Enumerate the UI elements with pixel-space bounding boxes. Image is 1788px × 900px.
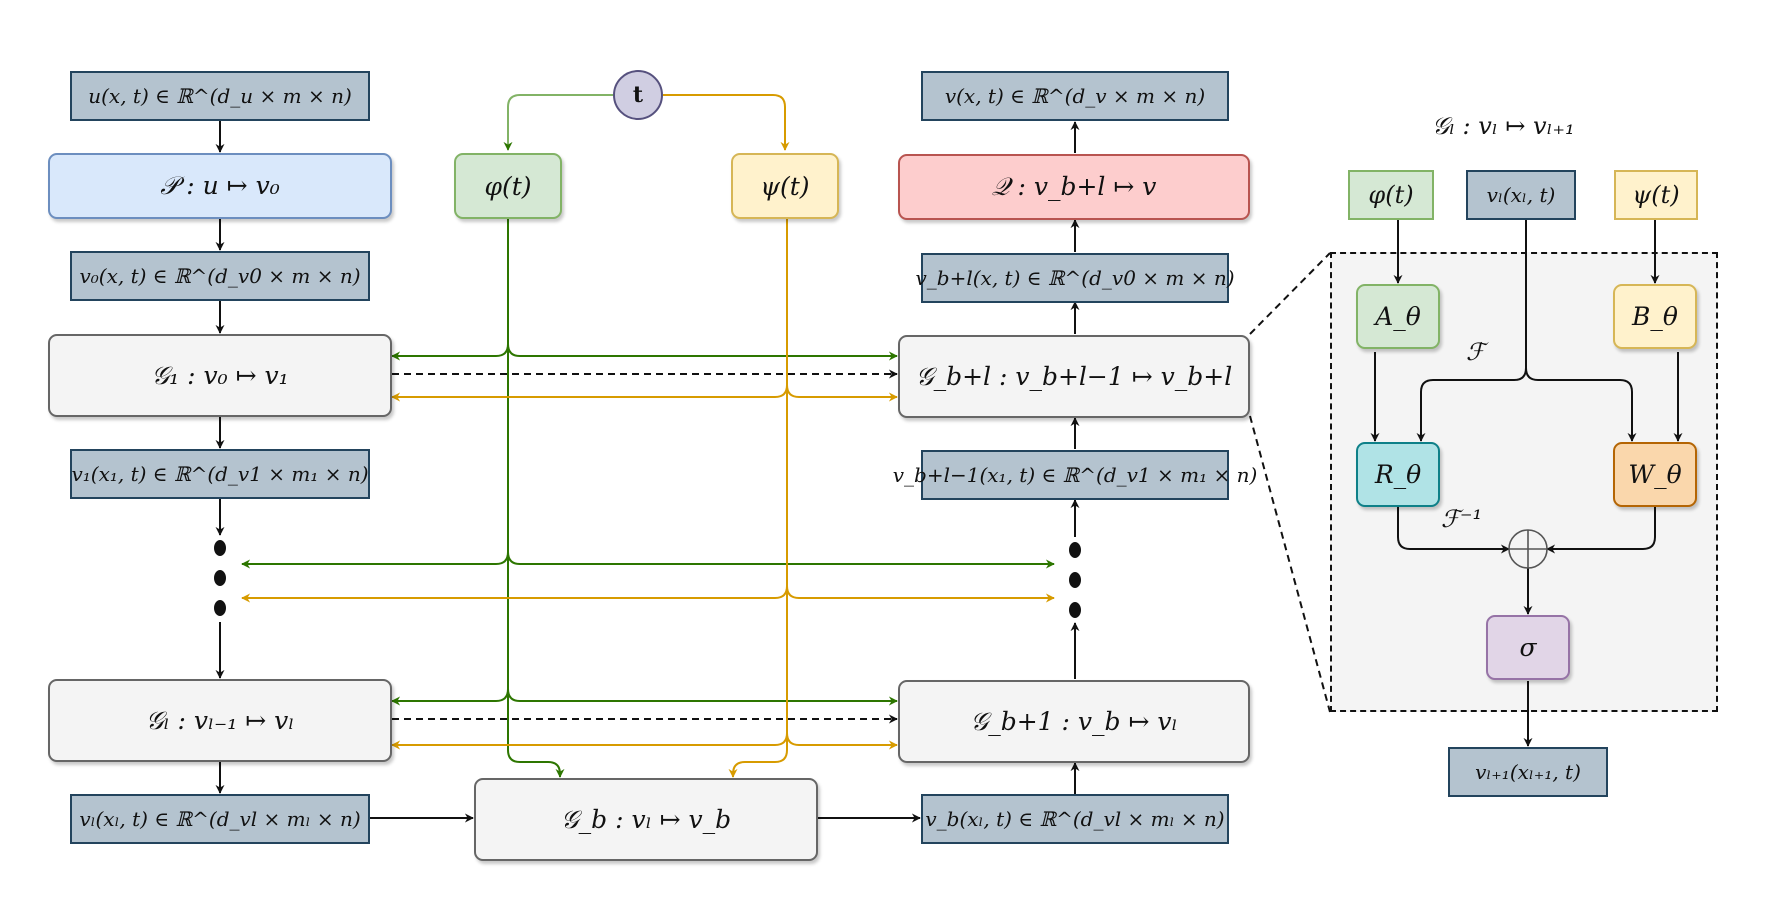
projection-Q-block: 𝒬 : v_b+l ↦ v	[898, 154, 1250, 220]
ellipsis-dots	[214, 540, 1081, 618]
left-dot-1	[214, 540, 226, 556]
zoom-line-top	[1249, 252, 1331, 335]
fourier-transform-label: ℱ	[1466, 338, 1485, 366]
R-theta-block: R_θ	[1356, 442, 1440, 507]
inverse-fourier-label: ℱ⁻¹	[1441, 505, 1483, 533]
phi-embedding-block: φ(t)	[454, 153, 562, 219]
right-dot-3	[1069, 602, 1081, 618]
arrow-W-to-sum	[1546, 507, 1656, 554]
v0-tensor: v₀(x, t) ∈ ℝ^(d_v0 × m × n)	[70, 251, 370, 301]
lifting-P-block: 𝒫 : u ↦ v₀	[48, 153, 392, 219]
B-theta-block: B_θ	[1613, 284, 1697, 349]
left-dot-3	[214, 600, 226, 616]
detail-title: 𝒢ₗ : vₗ ↦ vₗ₊₁	[1432, 112, 1575, 140]
detail-vl-input: vₗ(xₗ, t)	[1466, 170, 1576, 220]
bottleneck-Gb-block: 𝒢_b : vₗ ↦ v_b	[474, 778, 818, 861]
vbl-tensor: v_b+l(x, t) ∈ ℝ^(d_v0 × m × n)	[916, 253, 1235, 303]
detail-output-tensor: vₗ₊₁(xₗ₊₁, t)	[1448, 747, 1608, 797]
right-dot-1	[1069, 542, 1081, 558]
phi-to-Gbl	[507, 343, 898, 361]
right-dot-2	[1069, 572, 1081, 588]
vb-tensor: v_b(xₗ, t) ∈ ℝ^(d_vl × mₗ × n)	[921, 794, 1229, 844]
vl-tensor: vₗ(xₗ, t) ∈ ℝ^(d_vl × mₗ × n)	[70, 794, 370, 844]
left-dot-2	[214, 570, 226, 586]
psi-to-Gbl	[786, 384, 898, 402]
layer-Gb1-block: 𝒢_b+1 : v_b ↦ vₗ	[898, 680, 1250, 763]
vbl1-tensor: v_b+l−1(x₁, t) ∈ ℝ^(d_v1 × m₁ × n)	[893, 450, 1257, 500]
line-t-to-phi	[503, 94, 613, 151]
psi-to-Gb1	[786, 732, 898, 750]
detail-psi-input: ψ(t)	[1614, 170, 1698, 220]
sigma-activation-block: σ	[1486, 615, 1570, 680]
line-t-to-psi	[663, 94, 790, 151]
output-v-tensor: v(x, t) ∈ ℝ^(d_v × m × n)	[921, 71, 1229, 121]
zoom-line-bottom	[1249, 415, 1331, 713]
layer-Gl-block: 𝒢ₗ : vₗ₋₁ ↦ vₗ	[48, 679, 392, 762]
layer-G1-block: 𝒢₁ : v₀ ↦ v₁	[48, 334, 392, 417]
v1-tensor: v₁(x₁, t) ∈ ℝ^(d_v1 × m₁ × n)	[70, 449, 370, 499]
W-theta-block: W_θ	[1613, 442, 1697, 507]
detail-phi-input: φ(t)	[1348, 170, 1434, 220]
input-u-tensor: u(x, t) ∈ ℝ^(d_u × m × n)	[70, 71, 370, 121]
phi-to-Gb1	[507, 688, 898, 706]
psi-conditioning-lines	[241, 218, 1055, 778]
phi-trunk	[507, 218, 565, 778]
phi-conditioning-lines	[241, 218, 1055, 778]
zoom-connectors	[1249, 252, 1331, 713]
A-theta-block: A_θ	[1356, 284, 1440, 349]
psi-embedding-block: ψ(t)	[731, 153, 839, 219]
time-t-node: t	[613, 70, 663, 120]
arrow-vl-to-W	[1525, 367, 1637, 442]
sum-node	[1508, 529, 1548, 569]
skip-connections	[392, 369, 898, 724]
psi-to-right-dots	[786, 585, 1055, 603]
phi-to-right-dots	[507, 551, 1055, 569]
arrow-vl-to-R	[1416, 219, 1527, 442]
layer-Gbl-block: 𝒢_b+l : v_b+l−1 ↦ v_b+l	[898, 335, 1250, 418]
left-column-arrows	[215, 120, 921, 823]
arrow-R-to-sum	[1397, 507, 1510, 554]
psi-trunk	[728, 218, 788, 778]
